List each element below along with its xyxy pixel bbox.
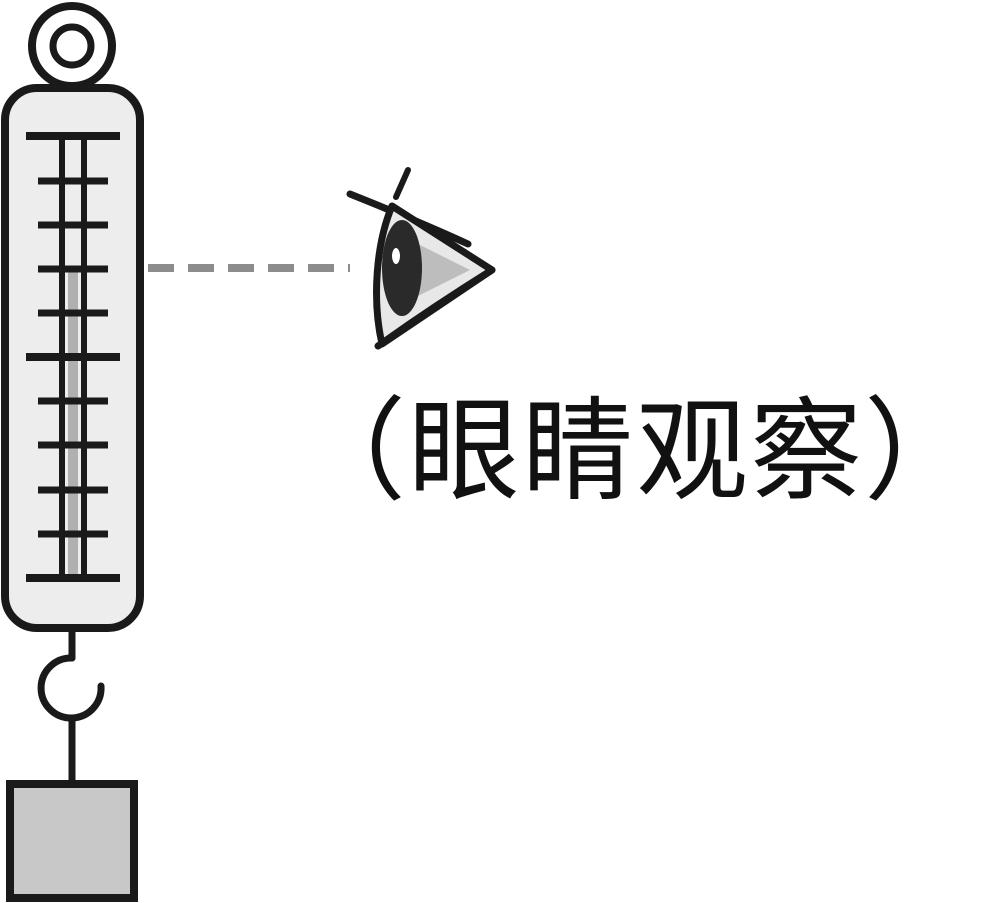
pointer-indicator <box>68 268 78 580</box>
hook <box>37 624 105 788</box>
eye-icon <box>346 167 496 350</box>
top-ring <box>28 2 116 90</box>
hanging-weight <box>6 780 138 902</box>
caption-text: （眼睛观察） <box>294 387 978 517</box>
scale-ticks <box>26 132 120 582</box>
caption-eye-observation: （眼睛观察） <box>294 382 982 522</box>
